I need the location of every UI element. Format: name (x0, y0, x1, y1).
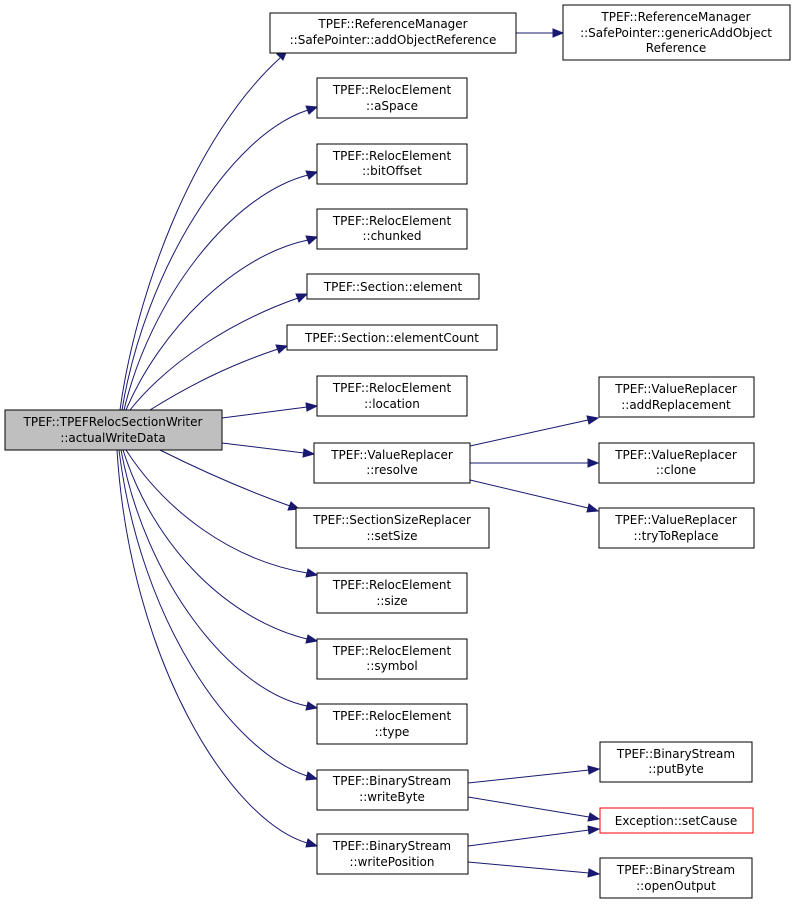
node-type[interactable]: TPEF::RelocElement ::type (316, 703, 468, 745)
node-label-line2: ::aSpace (366, 99, 418, 113)
node-label-line2: ::openOutput (636, 879, 716, 893)
node-label-line2: ::size (376, 594, 407, 608)
node-label-line1: TPEF::RelocElement (332, 149, 452, 163)
edge-root-to-writeposition (116, 449, 319, 848)
edge-root-to-elementcount (149, 344, 289, 411)
node-label-line1: TPEF::RelocElement (332, 709, 452, 723)
node-elementcount[interactable]: TPEF::Section::elementCount (286, 324, 498, 351)
edge-root-to-element (129, 293, 309, 411)
edge-writeposition-to-openoutput (467, 861, 601, 878)
node-label-line2: ::setSize (366, 529, 417, 543)
edge-writebyte-to-setcause (467, 796, 601, 822)
node-label-line1: TPEF::RelocElement (332, 214, 452, 228)
node-label-line1: TPEF::ReferenceManager (317, 17, 467, 31)
node-setcause[interactable]: Exception::setCause (599, 807, 754, 834)
node-label-line3: Reference (646, 41, 706, 55)
node-label-line1: TPEF::RelocElement (332, 644, 452, 658)
edge-root-to-symbol (122, 449, 319, 644)
node-setsize[interactable]: TPEF::SectionSizeReplacer ::setSize (295, 507, 490, 549)
node-label-line1: TPEF::ValueReplacer (614, 448, 737, 462)
edge-root-to-resolve (221, 442, 316, 458)
edge-writeposition-to-setcause (467, 825, 601, 847)
node-label-line1: TPEF::BinaryStream (616, 863, 735, 877)
node-label-line1: TPEF::ValueReplacer (330, 448, 453, 462)
node-label-line2: ::putByte (648, 762, 703, 776)
node-addreplacement[interactable]: TPEF::ValueReplacer ::addReplacement (598, 376, 755, 418)
node-label-line1: TPEF::BinaryStream (332, 839, 451, 853)
node-label-line1: TPEF::RelocElement (332, 83, 452, 97)
node-label-line2: ::location (364, 397, 420, 411)
node-label-line1: TPEF::SectionSizeReplacer (312, 513, 471, 527)
edge-resolve-to-addreplacement (469, 415, 600, 447)
node-label-line1: TPEF::TPEFRelocSectionWriter (23, 415, 203, 429)
node-resolve[interactable]: TPEF::ValueReplacer ::resolve (313, 442, 471, 484)
node-label-line1: TPEF::ValueReplacer (614, 513, 737, 527)
edge-root-to-size (125, 449, 319, 578)
node-label-line2: ::chunked (362, 229, 421, 243)
node-aspace[interactable]: TPEF::RelocElement ::aSpace (316, 77, 468, 119)
node-trytoreplace[interactable]: TPEF::ValueReplacer ::tryToReplace (598, 507, 755, 549)
node-bitoffset[interactable]: TPEF::RelocElement ::bitOffset (316, 143, 468, 185)
node-label-line1: Exception::setCause (615, 814, 737, 828)
edge-resolve-to-clone (470, 458, 600, 468)
node-label-line2: ::writeByte (359, 790, 425, 804)
edge-root-to-setsize (159, 449, 301, 511)
node-symbol[interactable]: TPEF::RelocElement ::symbol (316, 638, 468, 680)
edge-root-to-chunked (125, 235, 319, 411)
node-label-line2: ::SafePointer::genericAddObject (580, 26, 772, 40)
node-label-line1: TPEF::Section::element (323, 280, 463, 294)
node-label-line2: ::symbol (366, 659, 417, 673)
node-label-line2: ::SafePointer::addObjectReference (290, 33, 497, 47)
node-label-line1: TPEF::RelocElement (332, 578, 452, 592)
node-label-line2: ::bitOffset (362, 164, 422, 178)
node-label-line1: TPEF::BinaryStream (332, 774, 451, 788)
edge-root-to-type (120, 449, 319, 711)
node-element[interactable]: TPEF::Section::element (306, 273, 480, 300)
edge-root-to-writebyte (118, 449, 319, 781)
node-label-line1: TPEF::Section::elementCount (304, 331, 479, 345)
edge-root-to-addobjectreference (119, 49, 288, 411)
node-label-line1: TPEF::RelocElement (332, 381, 452, 395)
edge-writebyte-to-putbyte (467, 765, 601, 784)
edge-addobjectreference-to-genericaddobjectreference (516, 28, 565, 38)
node-label-line1: TPEF::ValueReplacer (614, 382, 737, 396)
edge-root-to-bitoffset (123, 170, 319, 411)
edge-root-to-aspace (121, 105, 319, 411)
node-genericaddobjectreference[interactable]: TPEF::ReferenceManager ::SafePointer::ge… (562, 4, 791, 61)
node-putbyte[interactable]: TPEF::BinaryStream ::putByte (599, 741, 753, 783)
node-location[interactable]: TPEF::RelocElement ::location (316, 375, 468, 417)
node-label-line2: ::writePosition (350, 855, 435, 869)
node-label-line2: ::clone (656, 463, 696, 477)
node-addobjectreference[interactable]: TPEF::ReferenceManager ::SafePointer::ad… (269, 12, 517, 54)
node-clone[interactable]: TPEF::ValueReplacer ::clone (598, 442, 755, 484)
node-label-line1: TPEF::ReferenceManager (600, 10, 750, 24)
node-label-line1: TPEF::BinaryStream (616, 747, 735, 761)
node-label-line2: ::addReplacement (621, 398, 731, 412)
node-label-line2: ::tryToReplace (634, 529, 719, 543)
node-label-line2: ::type (375, 725, 410, 739)
node-actualwritedata-root[interactable]: TPEF::TPEFRelocSectionWriter ::actualWri… (4, 409, 223, 451)
node-label-line2: ::actualWriteData (60, 431, 165, 445)
edge-root-to-location (221, 402, 319, 419)
node-label-line2: ::resolve (366, 463, 418, 477)
node-openoutput[interactable]: TPEF::BinaryStream ::openOutput (599, 857, 753, 899)
node-writebyte[interactable]: TPEF::BinaryStream ::writeByte (316, 769, 469, 811)
node-writeposition[interactable]: TPEF::BinaryStream ::writePosition (316, 833, 469, 875)
node-chunked[interactable]: TPEF::RelocElement ::chunked (316, 208, 468, 250)
edge-resolve-to-trytoreplace (469, 479, 600, 513)
node-size[interactable]: TPEF::RelocElement ::size (316, 572, 468, 614)
